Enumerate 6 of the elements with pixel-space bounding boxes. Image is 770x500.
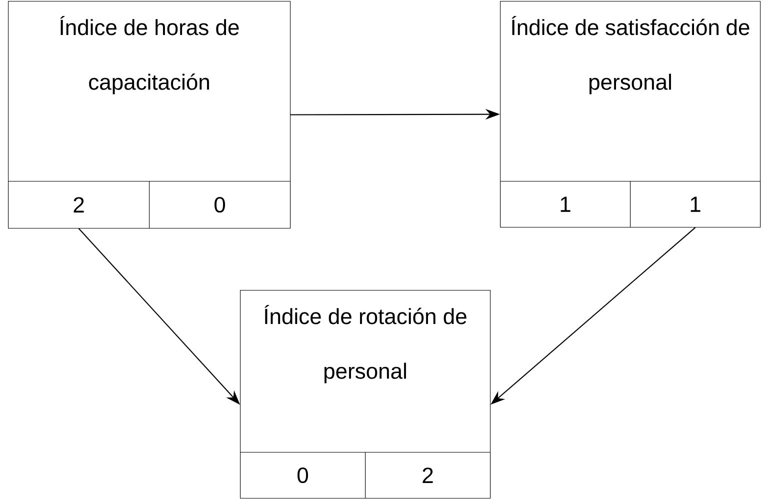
score-cell: 0: [149, 181, 291, 229]
score-cell: 0: [240, 452, 366, 499]
score-cell: 2: [365, 452, 491, 499]
score-cell: 1: [630, 181, 761, 228]
score-cell: 2: [8, 181, 150, 229]
score-cell: 1: [500, 181, 631, 228]
